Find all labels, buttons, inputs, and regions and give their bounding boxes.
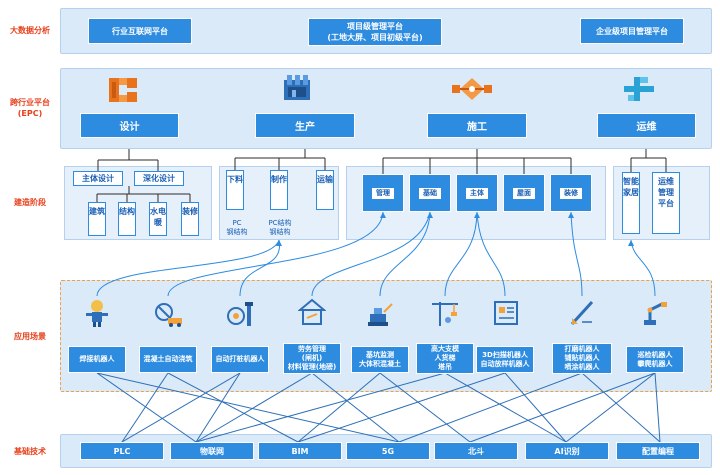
scene-pit-line2: 大体积混凝土 [359,359,401,368]
scene-scan-line2: 自动放样机器人 [480,359,530,368]
scene-labor-line3: 材料管理(地磅) [287,363,337,371]
scene-labor-management: 劳务管理 (闸机) 材料管理(地磅) [283,343,341,374]
design-sub-architecture: 建筑 [88,202,106,236]
row-label-platform-line1: 跨行业平台 [10,98,50,107]
tech-iot: 物联网 [170,442,254,460]
production-note-1: PC 钢结构 [222,219,252,237]
scene-inspection-line2: 攀爬机器人 [637,359,673,368]
build-decoration: 装修 [550,174,592,212]
platform-production: 生产 [255,113,355,138]
grinding-robot-icon [570,300,594,326]
production-transport: 运输 [316,170,334,210]
design-main: 主体设计 [73,171,123,186]
blueprint-scan-icon [494,301,518,325]
production-note-1-line1: PC [232,219,242,227]
scene-pit-line1: 基坑监测 [366,350,394,359]
build-foundation-label: 基础 [419,187,441,199]
project-platform-line1: 项目级管理平台 [347,22,403,31]
scene-grinding-line2: 铺贴机器人 [564,354,600,362]
production-making: 制作 [270,170,288,210]
production-note-2-line1: PC结构 [268,219,292,227]
platform-design: 设计 [80,113,179,138]
build-management: 管理 [362,174,404,212]
maint-platform: 运维管理平台 [652,172,680,234]
maintenance-icon [624,77,654,101]
row-label-platform-line2: (EPC) [17,109,43,118]
design-sub-structure: 结构 [118,202,136,236]
production-cutting: 下料 [226,170,244,210]
row-label-bigdata: 大数据分析 [10,26,50,35]
bolt-tightening-icon [227,302,253,326]
project-platform-line2: (工地大屏、项目初级平台) [327,33,423,42]
row-label-scenes: 应用场景 [14,332,46,341]
excavator-icon [368,303,393,326]
design-sub-mep: 水电暖 [149,202,167,236]
build-roof: 屋面 [503,174,545,212]
tower-crane-icon [432,302,458,326]
scene-pile-robot: 自动打桩机器人 [211,346,269,373]
build-structure: 主体 [456,174,498,212]
tech-config: 配置编程 [616,442,700,460]
building-management-icon [298,298,326,325]
scene-grinding: 打磨机器人 铺贴机器人 喷涂机器人 [552,343,612,374]
tech-5g: 5G [346,442,430,460]
build-management-label: 管理 [372,187,394,199]
scene-grinding-line1: 打磨机器人 [564,345,600,353]
scene-pit-monitoring: 基坑监测 大体积混凝土 [351,346,409,373]
platform-construction: 施工 [427,113,527,138]
scene-inspection-line1: 巡检机器人 [637,350,673,359]
design-sub-decoration: 装修 [181,202,199,236]
tech-ai: AI识别 [525,442,609,460]
build-structure-label: 主体 [466,187,488,199]
production-note-2-line2: 钢结构 [269,228,291,236]
row-label-construction: 建造阶段 [14,198,46,207]
welder-robot-icon [86,300,108,327]
build-foundation: 基础 [409,174,451,212]
construction-icon [452,78,492,100]
scene-formwork-line2: 人货梯 [434,354,456,362]
tech-bim: BIM [258,442,342,460]
build-roof-label: 屋面 [513,187,535,199]
build-decoration-label: 装修 [560,187,582,199]
enterprise-platform: 企业级项目管理平台 [580,18,684,44]
row-label-tech: 基础技术 [14,447,46,456]
tech-plc: PLC [80,442,164,460]
scene-labor-line1: 劳务管理 [298,345,326,353]
scene-formwork-line1: 高大支模 [431,345,459,353]
maint-smart-home: 智能家居 [622,172,640,234]
design-icon [109,78,137,102]
scene-formwork: 高大支模 人货梯 塔吊 [416,343,474,374]
scene-3d-scan: 3D扫描机器人 自动放样机器人 [476,346,534,373]
production-note-1-line2: 钢结构 [226,228,248,236]
scene-scan-line1: 3D扫描机器人 [482,350,528,359]
project-platform: 项目级管理平台 (工地大屏、项目初级平台) [308,18,442,46]
robot-arm-icon [644,302,667,325]
scene-welding-robot: 焊接机器人 [68,346,126,373]
scene-grinding-line3: 喷涂机器人 [564,363,600,371]
tech-beidou: 北斗 [434,442,518,460]
industry-internet-platform: 行业互联网平台 [88,18,192,44]
scene-concrete-pouring: 混凝土自动浇筑 [139,346,197,373]
scene-inspection: 巡检机器人 攀爬机器人 [626,346,684,373]
production-icon [284,75,310,100]
scene-formwork-line3: 塔吊 [438,363,452,371]
production-note-2: PC结构 钢结构 [262,219,298,237]
design-deep: 深化设计 [134,171,184,186]
platform-maintenance: 运维 [597,113,696,138]
concrete-pouring-icon [155,303,182,327]
scene-labor-line2: (闸机) [301,354,323,362]
row-label-platform: 跨行业平台 (EPC) [0,97,60,119]
